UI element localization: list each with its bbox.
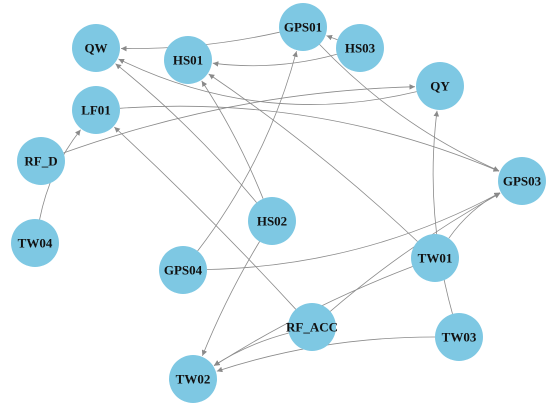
- edge-rf-acc-to-lf01: [114, 126, 297, 310]
- node-circle-gps03[interactable]: [498, 157, 546, 205]
- node-label-qw: QW: [84, 41, 107, 56]
- node-hs03[interactable]: HS03: [336, 24, 384, 72]
- node-circle-tw03[interactable]: [435, 313, 483, 361]
- node-tw01[interactable]: TW01: [411, 234, 459, 282]
- node-rf-d[interactable]: RF_D: [17, 137, 65, 185]
- node-circle-hs01[interactable]: [164, 36, 212, 84]
- edge-hs02-to-tw02: [201, 241, 260, 356]
- node-gps04[interactable]: GPS04: [159, 246, 207, 294]
- edge-hs03-to-gps01: [326, 34, 338, 41]
- node-circle-tw01[interactable]: [411, 234, 459, 282]
- node-label-hs02: HS02: [257, 214, 287, 229]
- node-tw04[interactable]: TW04: [11, 219, 59, 267]
- node-label-gps01: GPS01: [284, 20, 322, 35]
- node-circle-tw02[interactable]: [169, 355, 217, 403]
- edge-hs02-to-qw: [115, 63, 257, 203]
- node-label-hs03: HS03: [345, 41, 376, 56]
- edge-lf01-to-gps03: [119, 105, 500, 172]
- node-circle-gps04[interactable]: [159, 246, 207, 294]
- node-circle-qy[interactable]: [416, 62, 464, 110]
- edge-qy-to-qw: [118, 58, 417, 105]
- node-tw03[interactable]: TW03: [435, 313, 483, 361]
- edges-layer: [39, 31, 501, 373]
- node-gps03[interactable]: GPS03: [498, 157, 546, 205]
- node-circle-hs02[interactable]: [248, 197, 296, 245]
- edge-hs02-to-hs01: [201, 80, 264, 199]
- edge-hs03-to-hs01: [212, 53, 338, 67]
- node-label-lf01: LF01: [81, 103, 111, 118]
- edge-rf-acc-to-tw02: [213, 332, 289, 366]
- node-circle-rf-acc[interactable]: [288, 303, 336, 351]
- node-label-rf-acc: RF_ACC: [286, 320, 338, 335]
- node-label-tw04: TW04: [18, 236, 53, 251]
- node-circle-gps01[interactable]: [279, 3, 327, 51]
- node-hs02[interactable]: HS02: [248, 197, 296, 245]
- node-label-tw03: TW03: [442, 330, 477, 345]
- node-label-gps04: GPS04: [164, 263, 203, 278]
- node-label-rf-d: RF_D: [24, 154, 57, 169]
- edge-rf-d-to-qy: [63, 84, 416, 154]
- edge-gps04-to-gps01: [197, 51, 298, 252]
- node-circle-qw[interactable]: [72, 24, 120, 72]
- edge-gps01-to-gps03: [319, 44, 500, 172]
- node-circle-lf01[interactable]: [72, 86, 120, 134]
- edge-tw01-to-hs01: [208, 73, 418, 242]
- node-label-tw02: TW02: [176, 372, 211, 387]
- node-label-qy: QY: [430, 79, 450, 94]
- node-circle-tw04[interactable]: [11, 219, 59, 267]
- node-qw[interactable]: QW: [72, 24, 120, 72]
- node-tw02[interactable]: TW02: [169, 355, 217, 403]
- edge-tw03-to-qy: [432, 110, 453, 315]
- node-circle-hs03[interactable]: [336, 24, 384, 72]
- node-rf-acc[interactable]: RF_ACC: [286, 303, 338, 351]
- node-qy[interactable]: QY: [416, 62, 464, 110]
- node-circle-rf-d[interactable]: [17, 137, 65, 185]
- node-gps01[interactable]: GPS01: [279, 3, 327, 51]
- node-lf01[interactable]: LF01: [72, 86, 120, 134]
- edge-tw01-to-gps03: [448, 192, 501, 239]
- node-label-hs01: HS01: [173, 53, 203, 68]
- node-label-gps03: GPS03: [503, 174, 542, 189]
- node-hs01[interactable]: HS01: [164, 36, 212, 84]
- edge-rf-acc-to-gps03: [329, 192, 501, 312]
- node-label-tw01: TW01: [418, 251, 453, 266]
- edge-gps04-to-gps03: [206, 192, 501, 270]
